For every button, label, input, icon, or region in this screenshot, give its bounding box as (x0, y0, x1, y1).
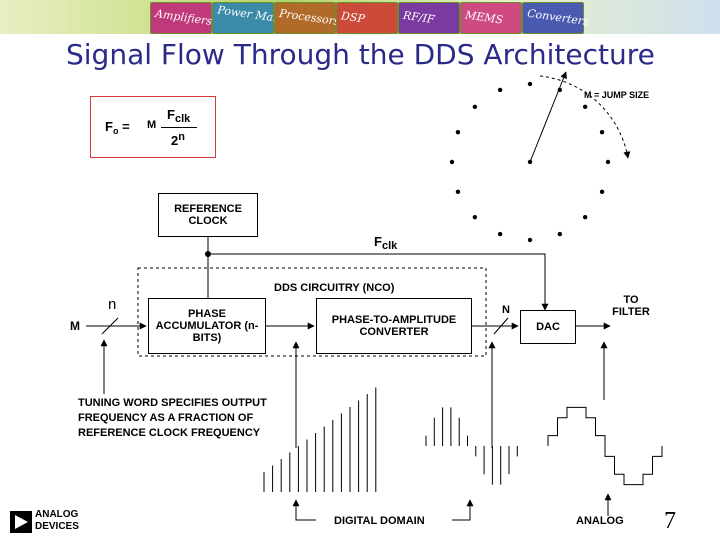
ramp-waveform (263, 387, 377, 492)
wheel-dot (472, 214, 478, 220)
digital-right-arrow (452, 499, 474, 521)
banner-tile: DSP (336, 2, 398, 34)
wheel-dot (455, 189, 461, 195)
frequency-formula: Fo = M Fclk 2n (90, 96, 216, 158)
wheel-arc (539, 75, 631, 159)
wheel-dot (472, 104, 478, 110)
wheel-dot (557, 231, 563, 237)
wheel-dot (497, 87, 503, 93)
logo-line2: DEVICES (35, 521, 79, 532)
phase-accumulator-box: PHASE ACCUMULATOR (n-BITS) (148, 298, 266, 354)
analog-label: ANALOG (576, 515, 624, 527)
wheel-dot (449, 159, 455, 165)
clock-to-dac (208, 253, 549, 311)
wheel-vector (529, 71, 567, 163)
logo-line1: ANALOG (35, 509, 79, 520)
fclk-label: Fclk (374, 234, 398, 252)
phase-to-amplitude-box: PHASE-TO-AMPLITUDE CONVERTER (316, 298, 472, 354)
fraction-bar (161, 127, 197, 128)
wheel-dot (582, 104, 588, 110)
digital-domain-label: DIGITAL DOMAIN (334, 515, 425, 527)
wheel-dot (455, 129, 461, 135)
banner-tile: Amplifiers (150, 2, 213, 34)
banner-tile: Converters (522, 2, 590, 34)
wheel-dot (599, 129, 605, 135)
wheel-dot (605, 159, 611, 165)
slide-title: Signal Flow Through the DDS Architecture (66, 38, 655, 71)
dds-circuitry-label: DDS CIRCUITRY (NCO) (274, 282, 395, 294)
wheel-dot (599, 189, 605, 195)
analog-devices-logo: ANALOG DEVICES (8, 508, 90, 536)
page-number: 7 (664, 508, 676, 534)
banner-tile: Power Management (212, 2, 329, 34)
wheel-dot (527, 237, 533, 243)
m-label: M (70, 319, 80, 333)
dac-box: DAC (520, 310, 576, 344)
formula-m: M (147, 119, 157, 131)
wheel-dot (497, 231, 503, 237)
wheel-dot (582, 214, 588, 220)
banner-tile: RF/IF (398, 2, 460, 34)
analog-devices-logo-icon (10, 511, 32, 533)
nco-boundary (137, 267, 487, 357)
wheel-dot (527, 81, 533, 87)
to-filter-label: TO FILTER (612, 294, 650, 318)
banner-tile: Processors (274, 2, 340, 34)
staircase-waveform (547, 406, 663, 486)
bus-slash-N (493, 317, 509, 335)
tuning-word-note: TUNING WORD SPECIFIES OUTPUT FREQUENCY A… (78, 397, 267, 439)
formula-numerator: Fclk (167, 107, 191, 125)
N-label: N (502, 304, 510, 316)
jump-size-label: M = JUMP SIZE (584, 90, 650, 100)
sampled-sine-waveform (425, 407, 518, 485)
digital-left-arrow (292, 499, 316, 521)
bus-slash-n (101, 317, 119, 335)
banner-tile: MEMS (460, 2, 522, 34)
reference-clock-box: REFERENCE CLOCK (158, 193, 258, 237)
formula-fo: Fo = (105, 119, 130, 136)
n-label: n (108, 296, 117, 313)
formula-denominator: 2n (171, 131, 185, 148)
phase-wheel (449, 71, 631, 243)
